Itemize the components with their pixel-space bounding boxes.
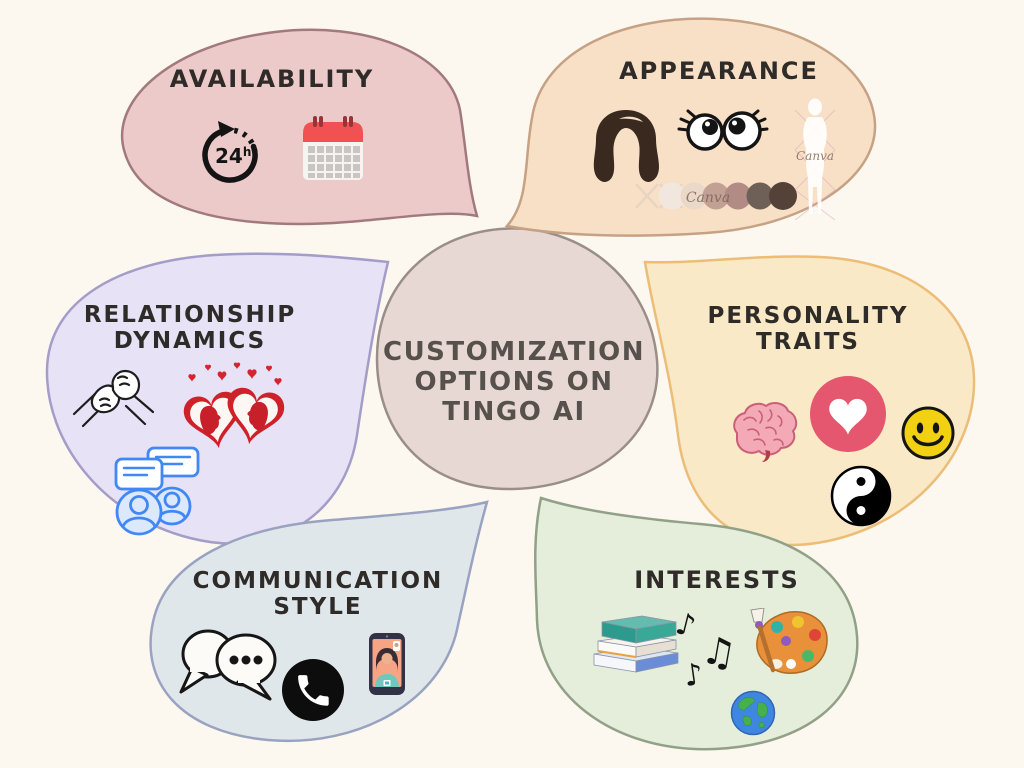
center-title: CUSTOMIZATION OPTIONS ON TINGO AI <box>371 337 657 428</box>
relationship-label: RELATIONSHIP DYNAMICS <box>40 302 340 355</box>
swatch-1 <box>658 182 686 210</box>
eyes-icon <box>677 109 769 151</box>
swatch-6 <box>769 182 797 210</box>
center-title-line2: OPTIONS ON <box>414 366 614 397</box>
personality-bubble <box>643 255 976 547</box>
svg-text:24h: 24h <box>215 144 251 168</box>
yin-yang-icon <box>830 465 892 527</box>
personality-label-line1: PERSONALITY <box>707 303 909 329</box>
brain-icon <box>733 402 798 462</box>
heart-badge-icon <box>810 376 886 452</box>
communication-label-line1: COMMUNICATION <box>192 568 444 594</box>
video-call-icon <box>369 633 405 695</box>
canva-watermark-text: Canva <box>686 190 730 206</box>
center-title-line3: TINGO AI <box>442 396 586 427</box>
calendar-icon <box>303 116 363 180</box>
relationship-label-line2: DYNAMICS <box>113 327 267 354</box>
canva-watermark-text: Canva <box>796 149 834 163</box>
appearance-label: APPEARANCE <box>619 57 819 85</box>
books-icon <box>593 615 679 673</box>
swatch-4 <box>724 182 752 210</box>
swatch-2 <box>680 182 708 210</box>
availability-bubble <box>121 28 479 226</box>
communication-label-line2: STYLE <box>273 593 363 620</box>
skin-tone-swatches-icon: Canva <box>635 182 797 210</box>
globe-icon <box>730 690 776 736</box>
24h-clock-icon: 24h <box>202 121 258 183</box>
phone-call-icon <box>282 659 344 721</box>
personality-label-line2: TRAITS <box>755 328 860 355</box>
handshake-icon <box>72 369 155 428</box>
swatch-5 <box>746 182 774 210</box>
interests-bubble <box>534 496 859 751</box>
speech-bubbles-icon <box>179 629 277 701</box>
body-silhouette-icon: Canva <box>794 98 836 220</box>
personality-label: PERSONALITY TRAITS <box>658 303 958 356</box>
smiley-icon <box>901 406 955 460</box>
availability-label: AVAILABILITY <box>169 65 375 93</box>
paint-palette-icon <box>750 608 828 674</box>
relationship-label-line1: RELATIONSHIP <box>83 302 297 328</box>
center-bubble <box>375 227 659 491</box>
hearts-couple-icon <box>183 362 285 449</box>
center-title-line1: CUSTOMIZATION <box>382 337 646 367</box>
swatch-3 <box>702 182 730 210</box>
communication-label: COMMUNICATION STYLE <box>158 568 478 621</box>
hair-icon <box>593 110 659 182</box>
people-chat-icon <box>114 446 200 536</box>
interests-label: INTERESTS <box>634 566 800 594</box>
